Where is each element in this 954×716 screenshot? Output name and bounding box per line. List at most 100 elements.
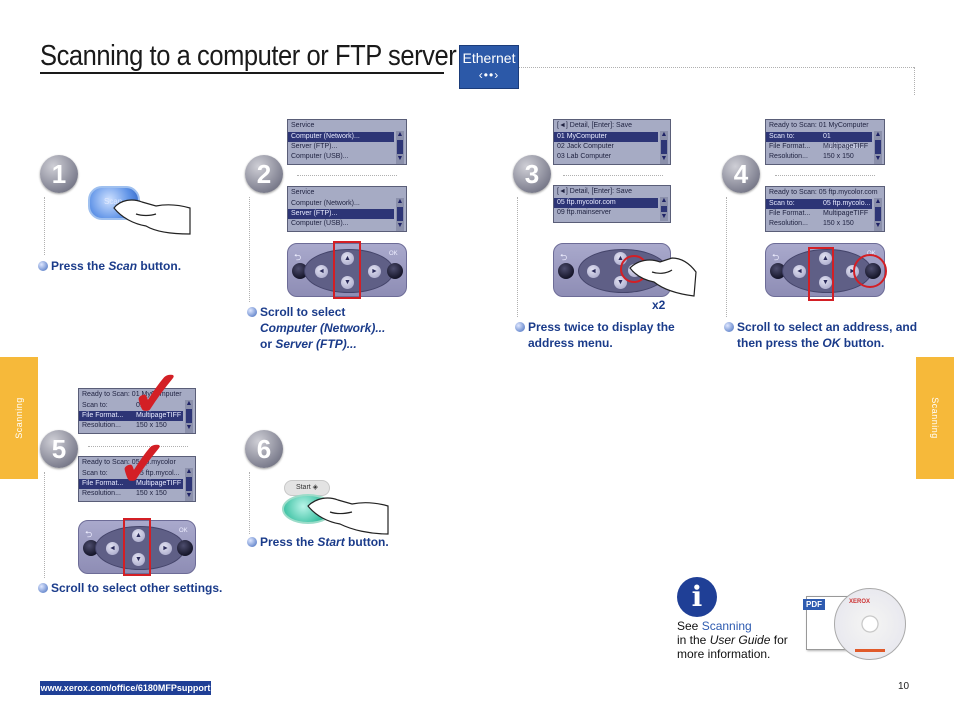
setting-row: Resolution...150 x 150: [769, 220, 854, 227]
title-underline: [40, 72, 444, 74]
page-title: Scanning to a computer or FTP server: [40, 40, 457, 72]
left-arrow-button[interactable]: ◄: [587, 265, 600, 278]
scrollbar[interactable]: ▲▼: [185, 400, 193, 433]
address-row: 01 MyComputer: [554, 132, 658, 142]
step-3-control-panel: ⮌ ◄ ▲ ▼ ►: [553, 243, 671, 297]
step-4-screen-b: Ready to Scan: 05 ftp.mycolor.com Scan t…: [765, 186, 885, 232]
setting-row: Resolution...150 x 150: [82, 422, 167, 429]
menu-row: Computer (USB)...: [291, 220, 349, 227]
step-2-control-panel: ⮌ OK ◄ ▲ ▼ ►: [287, 243, 407, 297]
scrollbar[interactable]: ▲▼: [185, 468, 193, 501]
scrollbar[interactable]: ▲▼: [874, 198, 882, 231]
page-number: 10: [898, 681, 910, 692]
address-row: 02 Jack Computer: [557, 143, 614, 150]
setting-row: File Format...MultipageTIFF: [79, 479, 183, 489]
menu-row: Computer (Network)...: [291, 200, 360, 207]
ok-button[interactable]: [387, 263, 403, 279]
menu-row: Computer (USB)...: [291, 153, 349, 160]
setting-row: File Format...MultipageTIFF: [769, 210, 869, 217]
left-arrow-button[interactable]: ◄: [315, 265, 328, 278]
address-row: 09 ftp.mainserver: [557, 209, 612, 216]
pointing-hand-icon: [307, 497, 389, 535]
setting-row: Resolution...150 x 150: [769, 153, 854, 160]
step-3-caption: Press twice to display the address menu.: [515, 319, 675, 351]
step-1-guide: [44, 197, 45, 255]
step-6-number: 6: [245, 430, 283, 468]
step-5-control-panel: ⮌ OK ◄ ▲ ▼ ►: [78, 520, 196, 574]
setting-row: Scan to:05 ftp.mycol...: [82, 470, 180, 477]
scrollbar[interactable]: ▲▼: [660, 131, 668, 164]
step-3-screen-b: [◄] Detail, [Enter]: Save 05 ftp.mycolor…: [553, 185, 671, 223]
support-url[interactable]: www.xerox.com/office/6180MFPsupport: [40, 681, 211, 695]
scrollbar[interactable]: ▲▼: [396, 198, 404, 231]
step-2-screen-b: Service Computer (Network)... Server (FT…: [287, 186, 407, 232]
step-2-guide: [249, 197, 250, 302]
setting-row: File Format...MultipageTIFF: [79, 411, 183, 421]
up-arrow-button[interactable]: ▲: [132, 529, 145, 542]
back-icon: ⮌: [85, 529, 93, 539]
bullet-icon: [724, 322, 734, 332]
highlight-circle: [853, 254, 887, 288]
step-4-number: 4: [722, 155, 760, 193]
bullet-icon: [515, 322, 525, 332]
step-5-guide: [44, 472, 45, 578]
ok-button[interactable]: [177, 540, 193, 556]
step-3-guide: [517, 197, 518, 317]
step-5-caption: Scroll to select other settings.: [38, 580, 222, 596]
scrollbar[interactable]: ▲▼: [660, 197, 668, 221]
right-arrow-button[interactable]: ►: [159, 542, 172, 555]
check-mark-icon: ✓: [130, 358, 184, 430]
menu-row: Server (FTP)...: [291, 143, 338, 150]
back-icon: ⮌: [772, 252, 780, 262]
step-6-guide: [249, 472, 250, 534]
step-4-guide: [726, 197, 727, 317]
up-arrow-button[interactable]: ▲: [819, 252, 832, 265]
side-tab-right: Scanning: [916, 357, 954, 479]
header-divider-end: [914, 67, 915, 95]
step-4-screen-a: Ready to Scan: 01 MyComputer Scan to:01 …: [765, 119, 885, 165]
back-button[interactable]: [558, 263, 574, 279]
pointing-hand-icon: [629, 257, 697, 297]
back-icon: ⮌: [560, 252, 568, 262]
ethernet-label: Ethernet: [462, 50, 516, 66]
down-arrow-button[interactable]: ▼: [819, 276, 832, 289]
right-arrow-button[interactable]: ►: [368, 265, 381, 278]
setting-row: Scan to:01 MyComput...: [766, 132, 872, 150]
step-2-screen-a: Service Computer (Network)... Server (FT…: [287, 119, 407, 165]
back-icon: ⮌: [294, 252, 302, 262]
left-arrow-button[interactable]: ◄: [793, 265, 806, 278]
highlight-box: [123, 518, 151, 576]
check-mark-icon: ✓: [116, 428, 170, 500]
header-divider: [519, 67, 914, 68]
left-arrow-button[interactable]: ◄: [106, 542, 119, 555]
setting-row: File Format...MultipageTIFF: [769, 143, 869, 150]
up-arrow-button[interactable]: ▲: [341, 252, 354, 265]
down-arrow-button[interactable]: ▼: [341, 276, 354, 289]
step-4-caption: Scroll to select an address, and then pr…: [724, 319, 917, 351]
press-count: x2: [652, 298, 666, 312]
bullet-icon: [247, 537, 257, 547]
setting-row: Resolution...150 x 150: [82, 490, 167, 497]
highlight-box: [333, 241, 361, 299]
step-1-number: 1: [40, 155, 78, 193]
step-2-caption: Scroll to select Computer (Network)... o…: [247, 304, 385, 352]
scrollbar[interactable]: ▲▼: [874, 131, 882, 164]
address-row: 05 ftp.mycolor.com: [554, 198, 658, 208]
highlight-box: [808, 247, 834, 301]
side-tab-left: Scanning: [0, 357, 38, 479]
step-6-caption: Press the Start button.: [247, 534, 389, 550]
step-5-screen-b: Ready to Scan: 05 ftp.mycolor Scan to:05…: [78, 456, 196, 502]
scrollbar[interactable]: ▲▼: [396, 131, 404, 164]
step-1-caption: Press the Scan button.: [38, 258, 181, 274]
step-3-screen-a: [◄] Detail, [Enter]: Save 01 MyComputer …: [553, 119, 671, 165]
down-arrow-button[interactable]: ▼: [132, 553, 145, 566]
scanning-link[interactable]: Scanning: [701, 619, 752, 633]
see-reference: See Scanning in the User Guide for more …: [677, 619, 788, 661]
divider: [88, 446, 188, 447]
info-icon: i: [677, 577, 717, 617]
step-2-number: 2: [245, 155, 283, 193]
setting-row: Scan to:05 ftp.mycolo...: [766, 199, 872, 209]
ethernet-icon: ‹••›: [478, 68, 500, 82]
address-row: 03 Lab Computer: [557, 153, 612, 160]
cd-disc-icon: XEROX: [834, 588, 906, 660]
